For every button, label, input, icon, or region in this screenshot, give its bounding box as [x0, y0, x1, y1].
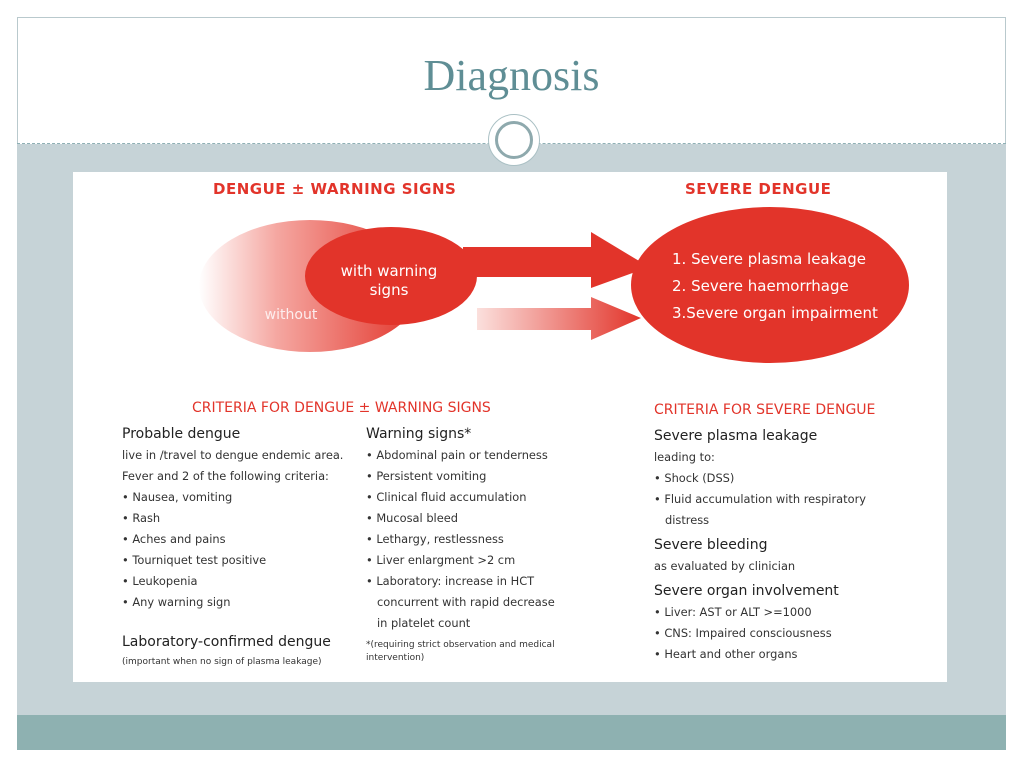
list-item: • Rash	[122, 511, 161, 525]
lab-confirmed-note: (important when no sign of plasma leakag…	[122, 657, 322, 667]
list-item: • Laboratory: increase in HCT	[366, 574, 535, 588]
with-warning-label: with warning signs	[319, 262, 459, 300]
with-warning-oval	[305, 227, 477, 325]
footnote-line: intervention)	[366, 653, 425, 663]
severe-organ-heading: Severe organ involvement	[654, 583, 839, 599]
diagram-graphic	[199, 207, 909, 363]
severe-dengue-oval	[631, 207, 909, 363]
list-item: • Abdominal pain or tenderness	[366, 448, 548, 462]
list-item: in platelet count	[377, 616, 471, 630]
list-item: • Liver enlargment >2 cm	[366, 553, 516, 567]
list-item: • Lethargy, restlessness	[366, 532, 504, 546]
severe-item: 3.Severe organ impairment	[672, 304, 878, 322]
list-item: • Clinical fluid accumulation	[366, 490, 527, 504]
list-item: • Persistent vomiting	[366, 469, 487, 483]
right-heading: SEVERE DENGUE	[685, 180, 832, 198]
list-item: • CNS: Impaired consciousness	[654, 626, 832, 640]
severe-bleeding-heading: Severe bleeding	[654, 537, 768, 553]
probable-dengue-heading: Probable dengue	[122, 426, 241, 442]
footer-bar	[17, 715, 1006, 750]
severe-items: 1. Severe plasma leakage 2. Severe haemo…	[672, 246, 878, 327]
severe-plasma-heading: Severe plasma leakage	[654, 428, 818, 444]
divider-ring-icon	[495, 121, 533, 159]
arrow-without-warning	[477, 297, 641, 340]
list-item: Fever and 2 of the following criteria:	[122, 469, 329, 483]
list-item: • Heart and other organs	[654, 647, 798, 661]
list-item: concurrent with rapid decrease	[377, 595, 555, 609]
dengue-classification-figure: DENGUE ± WARNING SIGNS SEVERE DENGUE wit…	[73, 172, 947, 682]
lab-confirmed-block: Laboratory-confirmed dengue (important w…	[122, 634, 357, 669]
list-item: • Mucosal bleed	[366, 511, 458, 525]
criteria-severe-title: CRITERIA FOR SEVERE DENGUE	[654, 402, 876, 418]
probable-dengue-column: Probable dengue live in /travel to dengu…	[122, 426, 357, 613]
arrow-with-warning	[463, 232, 649, 288]
severe-item: 1. Severe plasma leakage	[672, 250, 866, 268]
severe-criteria-column: Severe plasma leakage leading to: • Shoc…	[654, 428, 934, 665]
footnote-line: *(requiring strict observation and medic…	[366, 640, 555, 650]
list-item: • Leukopenia	[122, 574, 198, 588]
without-label: without	[264, 307, 318, 323]
list-item: • Shock (DSS)	[654, 471, 735, 485]
list-item: as evaluated by clinician	[654, 559, 796, 573]
left-heading: DENGUE ± WARNING SIGNS	[213, 180, 457, 198]
warning-signs-column: Warning signs* • Abdominal pain or tende…	[366, 426, 596, 665]
list-item: • Liver: AST or ALT >=1000	[654, 605, 812, 619]
list-item: • Aches and pains	[122, 532, 226, 546]
with-warning-label-line-1: with warning	[340, 262, 438, 280]
warning-signs-heading: Warning signs*	[366, 426, 472, 442]
with-warning-label-line-2: signs	[369, 281, 409, 299]
list-item: leading to:	[654, 450, 715, 464]
list-item: • Tourniquet test positive	[122, 553, 267, 567]
lab-confirmed-heading: Laboratory-confirmed dengue	[122, 634, 331, 650]
warning-footnote: *(requiring strict observation and medic…	[366, 639, 596, 665]
criteria-dengue-title: CRITERIA FOR DENGUE ± WARNING SIGNS	[192, 400, 491, 416]
slide-title: Diagnosis	[423, 51, 600, 100]
list-item: distress	[665, 513, 710, 527]
list-item: • Fluid accumulation with respiratory	[654, 492, 866, 506]
list-item: • Any warning sign	[122, 595, 231, 609]
severe-item: 2. Severe haemorrhage	[672, 277, 849, 295]
list-item: • Nausea, vomiting	[122, 490, 233, 504]
list-item: live in /travel to dengue endemic area.	[122, 448, 344, 462]
